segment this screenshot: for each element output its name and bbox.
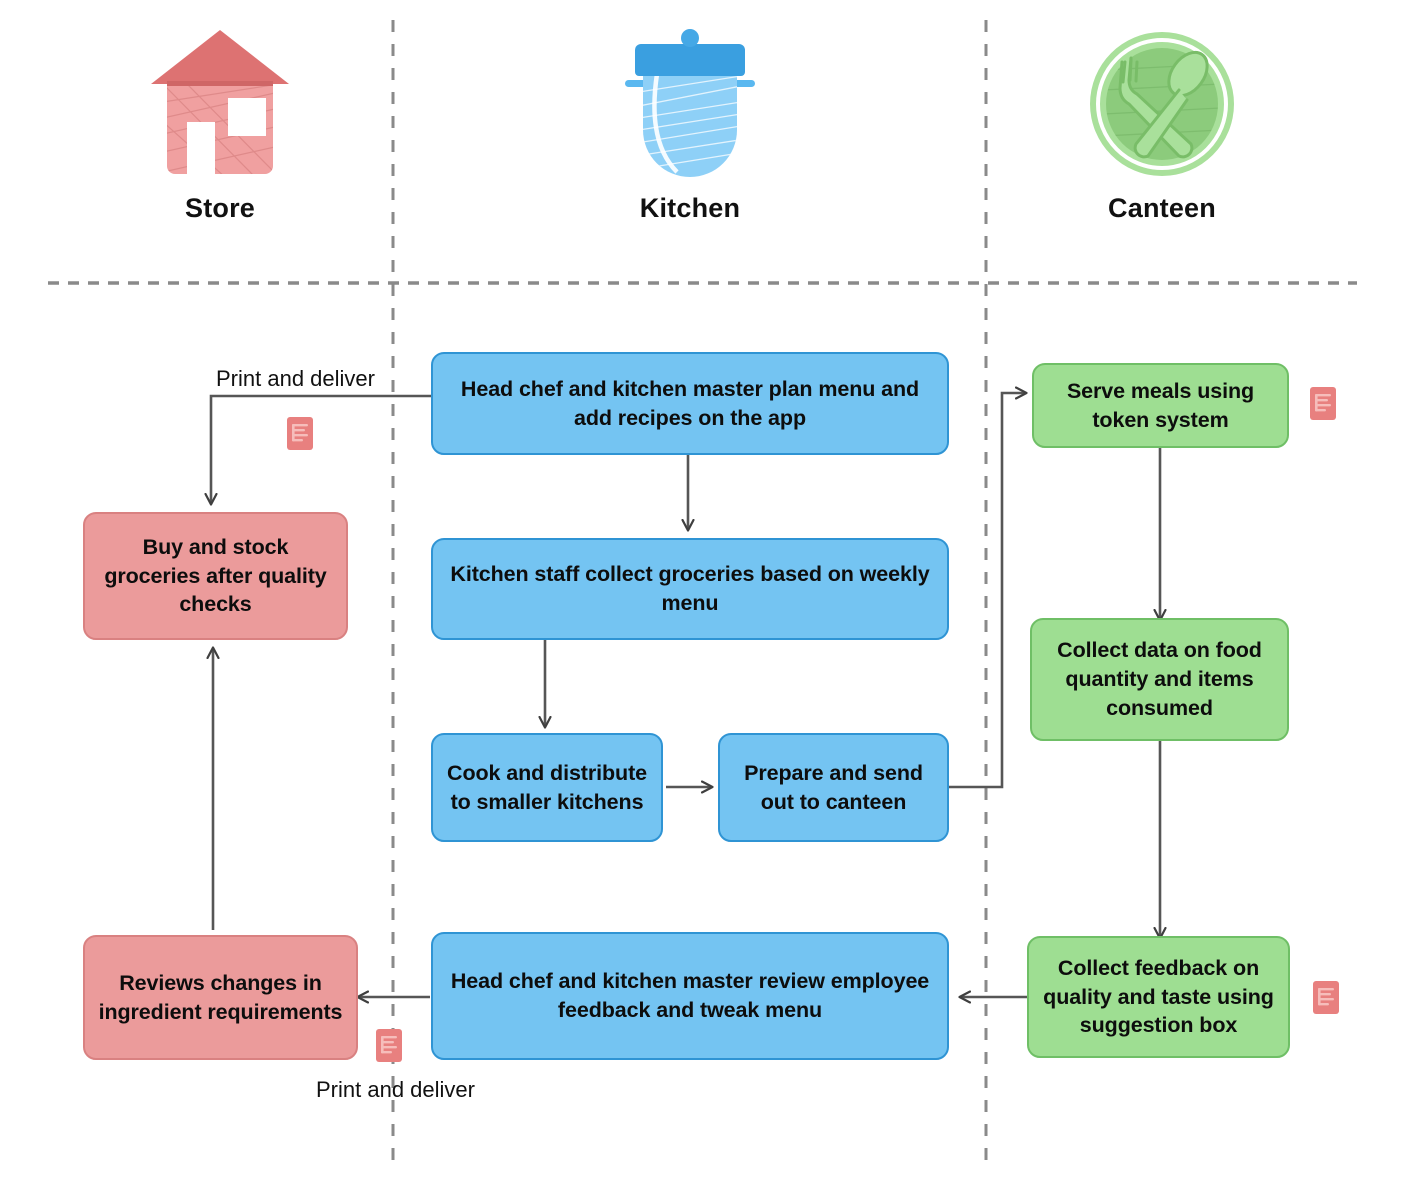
document-icon-badge-bottom-left [376,1029,402,1062]
cooking-pot-icon [625,29,755,177]
node-label: Collect feedback on quality and taste us… [1043,955,1274,1038]
node-label: Serve meals using token system [1066,378,1255,432]
node-reviews-ingredient-changes[interactable]: Reviews changes in ingredient requiremen… [83,935,358,1060]
node-label: Prepare and send out to canteen [744,760,923,814]
edge-label-print-and-deliver-bottom: Print and deliver [316,1077,475,1102]
node-collect-consumption-data[interactable]: Collect data on food quantity and items … [1030,618,1289,741]
node-label: Reviews changes in ingredient requiremen… [98,970,343,1024]
document-icon-badge-top-left [287,417,313,450]
document-icon-badge-feedback [1313,981,1339,1014]
node-prepare-send-canteen[interactable]: Prepare and send out to canteen [718,733,949,842]
node-review-feedback-tweak-menu[interactable]: Head chef and kitchen master review empl… [431,932,949,1060]
node-label: Collect data on food quantity and items … [1057,638,1262,720]
node-collect-groceries[interactable]: Kitchen staff collect groceries based on… [431,538,949,640]
house-icon [151,30,289,174]
document-icon-badge-serve-meals [1310,387,1336,420]
lane-header-canteen: Canteen [1082,22,1242,222]
lane-title-store: Store [184,193,256,223]
plate-cutlery-icon [1090,32,1234,176]
node-label: Cook and distribute to smaller kitchens [447,760,647,814]
lane-title-canteen: Canteen [1108,193,1216,223]
node-serve-meals[interactable]: Serve meals using token system [1032,363,1289,448]
lane-header-kitchen: Kitchen [610,22,770,222]
node-cook-distribute[interactable]: Cook and distribute to smaller kitchens [431,733,663,842]
edge-prepare-to-serve [949,393,1026,789]
lane-title-kitchen: Kitchen [639,193,741,223]
node-buy-stock-groceries[interactable]: Buy and stock groceries after quality ch… [83,512,348,640]
node-label: Head chef and kitchen master review empl… [450,969,930,1022]
node-label: Kitchen staff collect groceries based on… [450,562,930,615]
node-plan-menu[interactable]: Head chef and kitchen master plan menu a… [431,352,949,455]
node-label: Buy and stock groceries after quality ch… [104,534,327,617]
edge-label-print-and-deliver-top: Print and deliver [216,366,375,391]
lane-header-store: Store [140,22,300,222]
edge-plan-to-buy [211,394,431,504]
node-label: Head chef and kitchen master plan menu a… [460,376,920,430]
node-collect-feedback[interactable]: Collect feedback on quality and taste us… [1027,936,1290,1058]
